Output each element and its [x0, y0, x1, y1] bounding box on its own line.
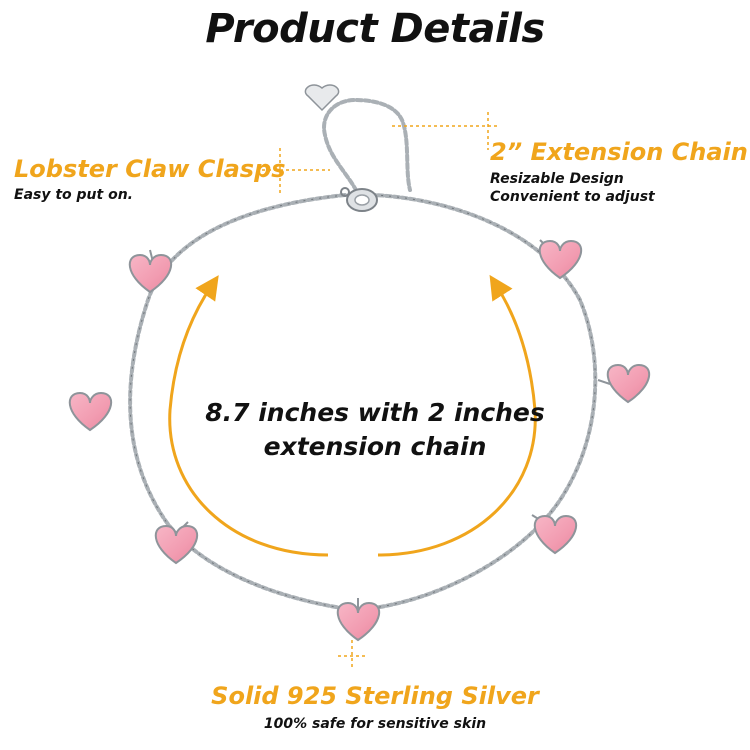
- clasp-sub-label: Easy to put on.: [14, 187, 133, 203]
- length-line-1: 8.7 inches with 2 inches: [205, 398, 545, 427]
- material-sub-label: 100% safe for sensitive skin: [263, 716, 487, 732]
- material-label: Solid 925 Sterling Silver: [211, 682, 539, 710]
- page-title: Product Details: [205, 6, 545, 52]
- heart-charm-icon: [68, 391, 113, 432]
- heart-charm-icon: [336, 598, 381, 642]
- extension-chain: [322, 97, 412, 200]
- heart-charm-icon: [597, 363, 651, 404]
- clasp-label: Lobster Claw Clasps: [14, 155, 286, 183]
- length-line-2: extension chain: [263, 432, 487, 461]
- heart-charm-icon: [531, 514, 578, 555]
- length-description: 8.7 inches with 2 inches extension chain: [175, 396, 575, 464]
- curved-arrow-icon: [377, 274, 537, 557]
- extension-sub-line-1: Resizable Design: [490, 171, 624, 187]
- extension-tag-icon: [304, 84, 340, 112]
- heart-charm-icon: [128, 249, 173, 294]
- extension-label: 2” Extension Chain: [490, 138, 748, 166]
- heart-charm-icon: [538, 239, 583, 280]
- extension-sub-line-2: Convenient to adjust: [490, 189, 655, 205]
- curved-arrow-icon: [168, 275, 329, 557]
- heart-charm-icon: [154, 521, 199, 565]
- lobster-clasp-icon: [340, 187, 378, 212]
